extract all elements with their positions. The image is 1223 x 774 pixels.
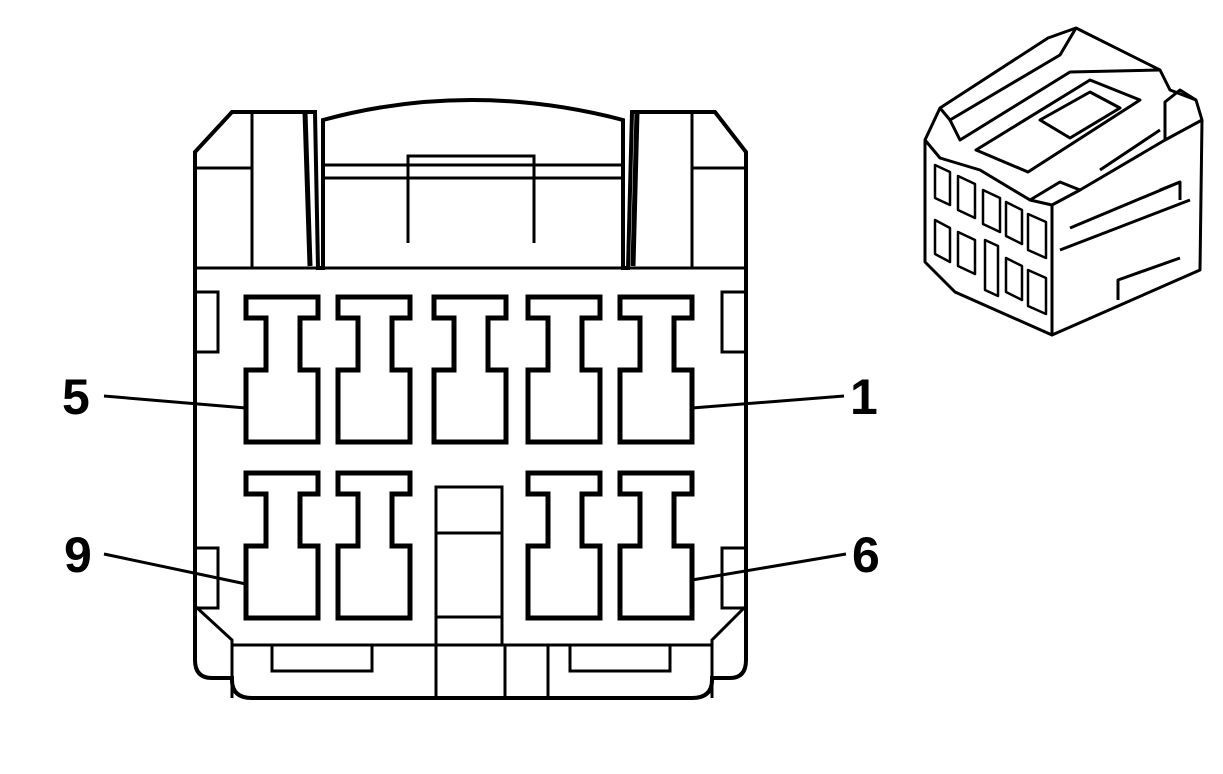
right-tower-inner [630, 111, 640, 267]
cavity-pin-8 [335, 470, 413, 621]
left-tower-inner [302, 111, 313, 267]
cavity-row-bottom [243, 470, 695, 621]
cavity-pin-4 [335, 294, 413, 445]
cavity-pin-7 [525, 470, 603, 621]
right-notch-bottom [720, 546, 746, 610]
bottom-center-slot [434, 645, 550, 698]
left-tower [195, 112, 254, 268]
cavity-row-top [243, 294, 695, 445]
leader-pin-1 [691, 394, 845, 410]
pin-callouts: 5 1 9 6 [62, 369, 880, 586]
left-notch-top [195, 290, 220, 354]
cavity-pin-3 [431, 294, 509, 445]
cavity-pin-5 [243, 294, 321, 445]
leader-pin-9 [103, 552, 247, 586]
iso-cavities [933, 163, 1048, 316]
bottom-right-tab [568, 643, 672, 673]
latch-center-tab [406, 154, 536, 243]
iso-top [923, 26, 1204, 207]
leader-pin-6 [691, 552, 847, 582]
cavity-pin-2 [525, 294, 603, 445]
pin-label-5: 5 [62, 369, 90, 425]
center-key [434, 485, 504, 647]
cavity-pin-9 [243, 470, 321, 621]
pin-label-9: 9 [64, 527, 92, 583]
right-notch-top [720, 290, 746, 354]
leader-pin-5 [103, 394, 247, 410]
cavity-pin-6 [617, 470, 695, 621]
pin-label-6: 6 [852, 527, 880, 583]
connector-body-outline [193, 98, 748, 700]
pin-label-1: 1 [850, 369, 878, 425]
cavity-pin-1 [617, 294, 695, 445]
bottom-left-tab [270, 643, 374, 673]
connector-isometric-view [923, 26, 1204, 337]
bottom-left-chamfer [193, 604, 234, 698]
iso-front-face [923, 140, 1054, 337]
connector-face [193, 98, 748, 700]
right-tower [690, 112, 746, 268]
bottom-right-chamfer [710, 604, 748, 698]
